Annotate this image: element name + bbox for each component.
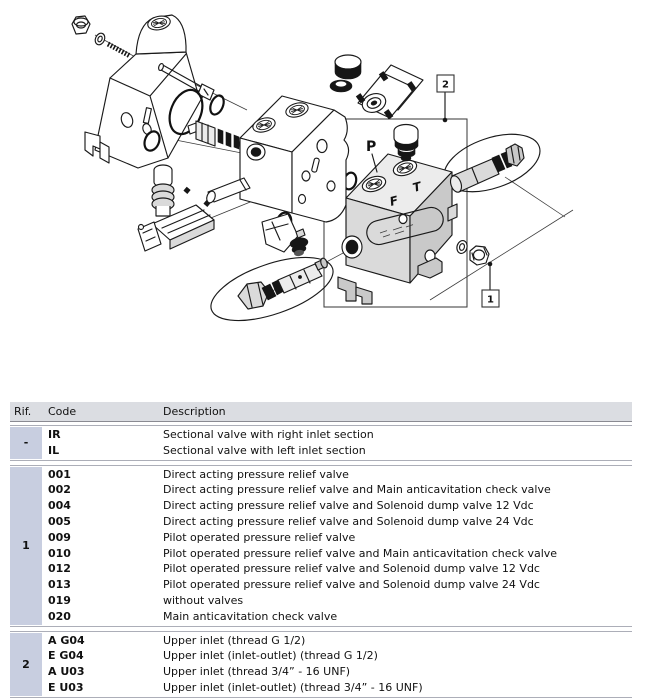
table-row: 004 Direct acting pressure relief valve … — [42, 498, 632, 514]
mounting-bracket — [71, 13, 215, 169]
part-description: Sectional valve with right inlet section — [163, 428, 374, 441]
table-row: 010 Pilot operated pressure relief valve… — [42, 546, 632, 562]
lever-rod — [158, 62, 215, 101]
bracket-foot — [84, 131, 101, 157]
table-row: E G04 Upper inlet (inlet-outlet) (thread… — [42, 648, 632, 664]
part-description: Upper inlet (inlet-outlet) (thread 3/4” … — [163, 680, 423, 694]
part-code: 012 — [48, 562, 71, 576]
table-row: 019 without valves — [42, 593, 632, 609]
part-description: without valves — [163, 593, 244, 607]
port-label-p: P — [366, 139, 378, 173]
table-row: 009 Pilot operated pressure relief valve — [42, 530, 632, 546]
part-code: 001 — [48, 467, 71, 481]
svg-text:P: P — [366, 139, 376, 155]
part-description: Upper inlet (thread G 1/2) — [163, 633, 306, 647]
table-row: 020 Main anticavitation check valve — [42, 609, 632, 625]
parts-group: - IR Sectional valve with right inlet se… — [10, 425, 632, 461]
solenoid-dump-valve — [137, 164, 215, 252]
part-code: IL — [48, 443, 60, 457]
part-code: 019 — [48, 593, 71, 607]
callout-2-number: 2 — [442, 80, 449, 91]
hex-nut — [469, 245, 490, 266]
valve-section-body — [206, 95, 350, 253]
spool-piece — [206, 177, 251, 204]
header-rif: Rif. — [14, 405, 32, 418]
mounting-foot — [417, 257, 443, 279]
part-code: 005 — [48, 514, 71, 528]
table-header-row: Rif. Code Description — [10, 402, 632, 422]
part-code: A G04 — [48, 633, 85, 647]
threaded-stud — [106, 41, 132, 59]
header-description: Description — [163, 405, 226, 418]
anticavitation-plug — [289, 228, 309, 257]
table-row: IR Sectional valve with right inlet sect… — [42, 427, 632, 443]
cast-logo — [379, 224, 414, 238]
table-row: 002 Direct acting pressure relief valve … — [42, 482, 632, 498]
exploded-diagram: F T P — [71, 13, 574, 322]
group-ref-cell: 1 — [10, 466, 42, 625]
callout-2: 2 — [436, 74, 455, 123]
part-description: Direct acting pressure relief valve and … — [163, 514, 534, 528]
part-code: 020 — [48, 609, 71, 623]
table-row: A U03 Upper inlet (thread 3/4” - 16 UNF) — [42, 664, 632, 680]
o-ring — [209, 94, 225, 116]
table-row: 012 Pilot operated pressure relief valve… — [42, 561, 632, 577]
part-description: Upper inlet (thread 3/4” - 16 UNF) — [163, 665, 351, 679]
part-code: IR — [48, 428, 61, 441]
part-description: Direct acting pressure relief valve and … — [163, 499, 534, 513]
solenoid-connector — [137, 221, 162, 252]
washer-and-nut — [456, 240, 490, 266]
section-face-plate — [291, 109, 350, 223]
part-description: Pilot operated pressure relief valve — [163, 530, 356, 544]
callout-2-box — [436, 74, 455, 93]
group-ref-cell: - — [10, 427, 42, 459]
parts-group: 1 001 Direct acting pressure relief valv… — [10, 464, 632, 627]
relief-valve-cartridge-right — [449, 143, 525, 193]
part-description: Pilot operated pressure relief valve and… — [163, 562, 540, 576]
relief-valve-cartridge-left — [237, 257, 328, 310]
detail-balloon-left — [210, 256, 334, 322]
table-row: 013 Pilot operated pressure relief valve… — [42, 577, 632, 593]
bracket-foot — [99, 141, 110, 164]
callout-1: 1 — [481, 261, 500, 308]
part-code: 010 — [48, 546, 71, 560]
part-code: A U03 — [48, 665, 85, 679]
table-row: A G04 Upper inlet (thread G 1/2) — [42, 633, 632, 649]
table-row: E U03 Upper inlet (inlet-outlet) (thread… — [42, 680, 632, 696]
part-description: Direct acting pressure relief valve and … — [163, 483, 551, 497]
part-description: Upper inlet (inlet-outlet) (thread G 1/2… — [163, 649, 378, 663]
o-ring — [143, 130, 161, 152]
part-description: Sectional valve with left inlet section — [163, 443, 366, 457]
part-description: Main anticavitation check valve — [163, 609, 338, 623]
part-description: Direct acting pressure relief valve — [163, 467, 349, 481]
part-code: 004 — [48, 499, 71, 513]
o-ring — [168, 88, 204, 136]
part-code: E G04 — [48, 649, 84, 663]
parts-table: Rif. Code Description - IR Sectional val… — [10, 402, 632, 700]
part-description: Pilot operated pressure relief valve and… — [163, 578, 540, 592]
part-code: 013 — [48, 578, 71, 592]
mounting-foot — [337, 276, 357, 302]
callout-1-number: 1 — [487, 295, 494, 306]
callout-1-box — [481, 289, 500, 308]
parts-group: 2 A G04 Upper inlet (thread G 1/2) E G04… — [10, 630, 632, 698]
part-code: 002 — [48, 483, 71, 497]
inlet-body: F T — [337, 153, 458, 305]
table-row: 005 Direct acting pressure relief valve … — [42, 514, 632, 530]
mounting-foot — [355, 286, 373, 305]
hex-nut — [71, 15, 91, 35]
nut-washer-stud — [71, 15, 132, 59]
table-row: 001 Direct acting pressure relief valve — [42, 467, 632, 483]
table-row: IL Sectional valve with left inlet secti… — [42, 443, 632, 459]
header-code: Code — [48, 405, 77, 418]
part-description: Pilot operated pressure relief valve and… — [163, 546, 558, 560]
part-code: E U03 — [48, 680, 84, 694]
pump-flange — [355, 64, 424, 120]
port-plug — [393, 123, 419, 162]
part-code: 009 — [48, 530, 71, 544]
group-ref-cell: 2 — [10, 632, 42, 696]
cap-plug-stack — [329, 54, 362, 93]
